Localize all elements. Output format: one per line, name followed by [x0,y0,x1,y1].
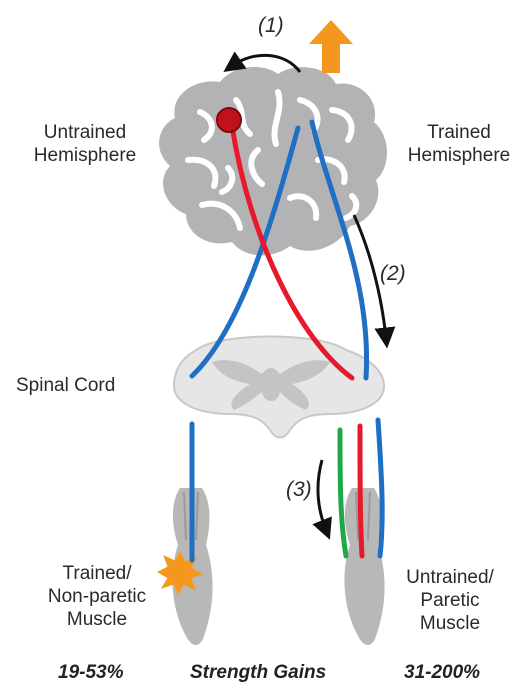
trained-muscle-label: Trained/ Non-paretic Muscle [32,562,162,631]
untrained-muscle-label: Untrained/ Paretic Muscle [388,566,512,635]
red-node-icon [217,108,241,132]
untrained-muscle [344,488,384,645]
spinal-cord [174,337,384,438]
step3-label: (3) [286,478,312,502]
right-gain-value: 31-200% [404,662,480,684]
brain [159,67,387,255]
untrained-hemisphere-label: Untrained Hemisphere [20,121,150,167]
trained-hemisphere-label: Trained Hemisphere [394,121,524,167]
red-descending [360,426,362,556]
arrow-step3-icon [318,460,326,530]
green-descending [340,430,346,556]
step2-label: (2) [380,262,406,286]
step1-label: (1) [258,14,284,38]
orange-up-arrow-icon [309,20,353,73]
strength-gains-caption: Strength Gains [190,662,326,684]
left-gain-value: 19-53% [58,662,124,684]
spinal-cord-label: Spinal Cord [16,374,146,397]
